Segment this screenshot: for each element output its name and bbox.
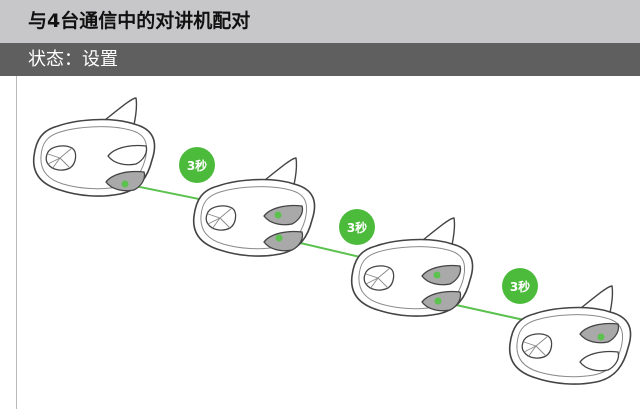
link-dots: [121, 180, 605, 341]
hold-time-badge-3: 3秒: [502, 268, 538, 304]
svg-text:3秒: 3秒: [347, 220, 367, 235]
pressed-button: [579, 322, 620, 344]
status-label: 状态：设置: [0, 43, 640, 76]
pressed-button: [421, 264, 462, 286]
hold-time-badge-1: 3秒: [179, 147, 215, 183]
hold-time-badge-2: 3秒: [339, 209, 375, 245]
upper-button: [107, 144, 148, 166]
pressed-button: [263, 230, 304, 252]
svg-text:3秒: 3秒: [510, 279, 530, 294]
lower-button: [579, 350, 620, 372]
pressed-button: [263, 204, 304, 226]
svg-text:3秒: 3秒: [187, 158, 207, 173]
intercom-unit-2: [192, 157, 316, 257]
intercom-unit-4: [508, 285, 632, 385]
page-title: 与4台通信中的对讲机配对: [0, 0, 640, 43]
intercom-unit-1: [32, 97, 156, 197]
content-border: [16, 76, 17, 409]
pairing-diagram: 3秒 3秒 3秒: [32, 97, 632, 385]
